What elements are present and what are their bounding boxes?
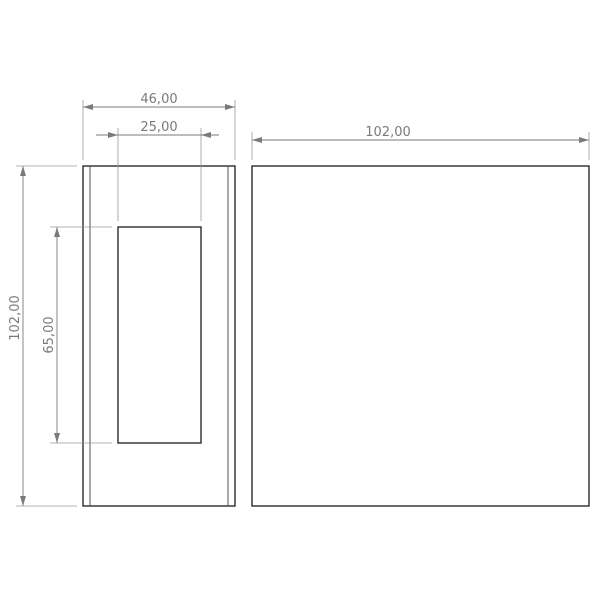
dimension-opening-width: 25,00: [96, 120, 219, 221]
dimension-overall-height: 102,00: [8, 165, 77, 507]
dimension-label-102-width: 102,00: [365, 125, 411, 140]
dimension-label-46: 46,00: [140, 92, 177, 107]
dimension-front-view-width: 102,00: [251, 125, 590, 160]
dimension-label-65: 65,00: [42, 316, 57, 353]
dimension-opening-height: 65,00: [42, 226, 112, 444]
front-view: [251, 165, 590, 507]
side-view-outline: [82, 165, 236, 507]
side-view: [82, 165, 236, 507]
side-view-opening: [117, 226, 202, 444]
dimension-label-102-height: 102,00: [8, 295, 23, 341]
front-view-outline: [251, 165, 590, 507]
dimension-side-view-width: 46,00: [82, 92, 236, 160]
dimension-label-25: 25,00: [140, 120, 177, 135]
